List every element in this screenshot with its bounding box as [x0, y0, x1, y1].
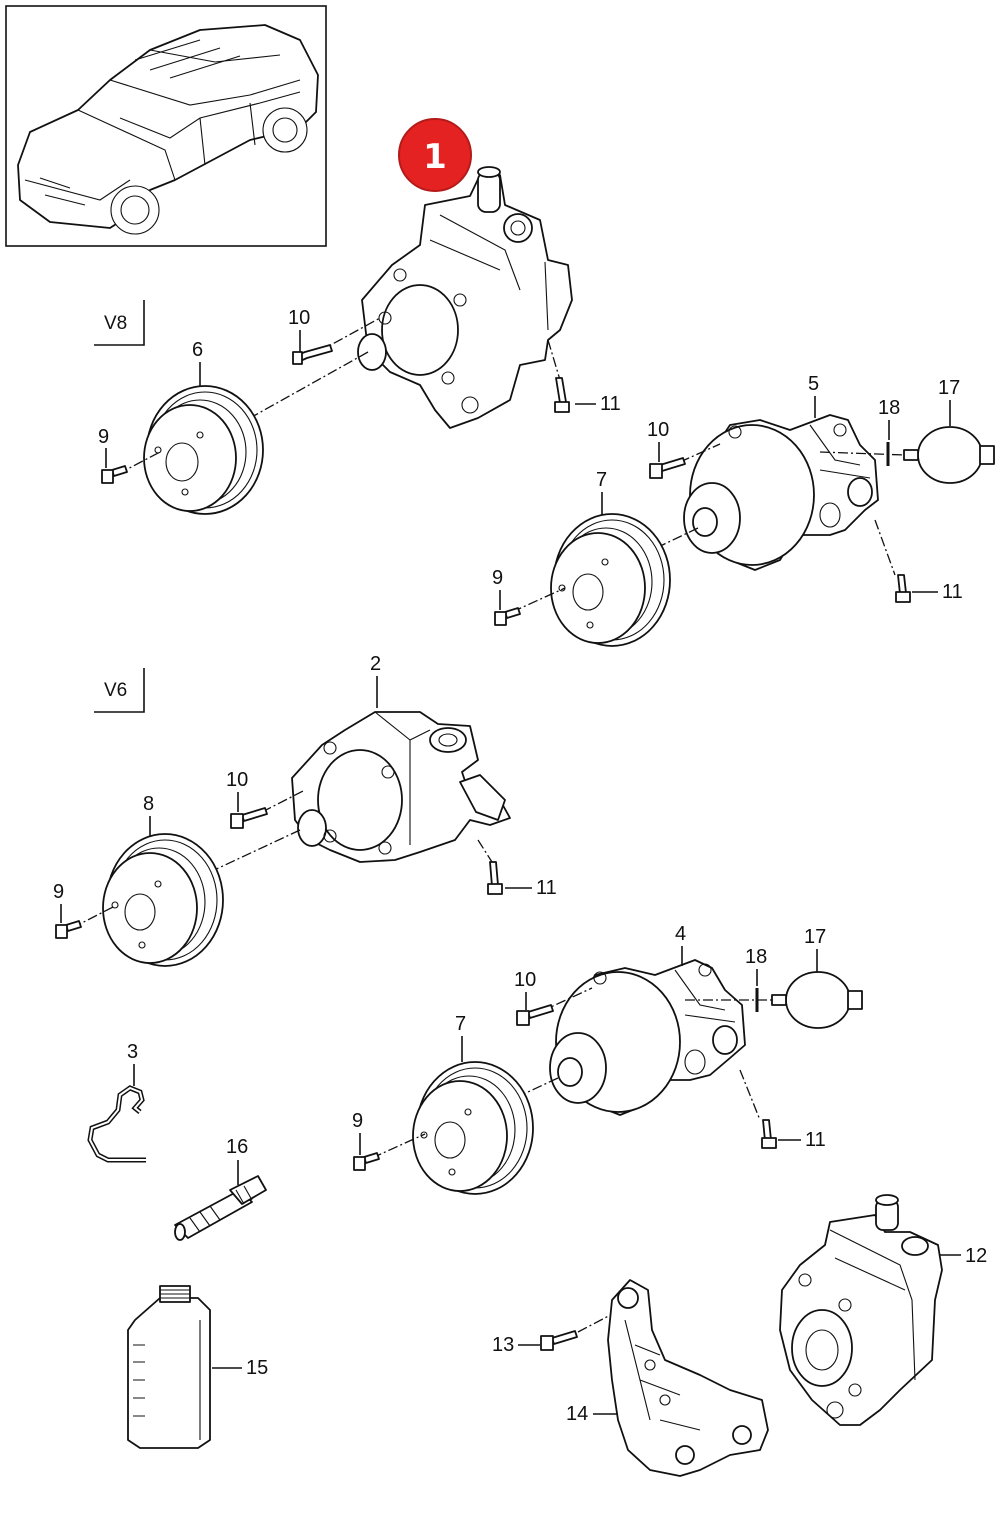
callout-v6-alt-4: 4: [675, 923, 686, 966]
callout-label: 10: [288, 307, 310, 329]
bolt-icon[interactable]: [230, 807, 268, 829]
callout-bolt-13: 13: [492, 1334, 540, 1356]
belt-pulley-icon[interactable]: [102, 833, 224, 967]
variant-text-v6: V6: [104, 680, 127, 701]
variant-label-v8: V8: [94, 300, 145, 346]
callout-v8-alt-17: 17: [938, 377, 960, 426]
bolt-icon[interactable]: [895, 574, 911, 603]
belt-pulley-icon[interactable]: [412, 1061, 534, 1195]
callout-line-3: 3: [127, 1041, 138, 1086]
bolt-icon[interactable]: [101, 465, 128, 484]
power-steering-pump-icon[interactable]: [291, 711, 511, 863]
belt-pulley-icon[interactable]: [143, 385, 264, 515]
callout-label: 5: [808, 373, 819, 395]
bolt-icon[interactable]: [554, 377, 570, 413]
bolt-icon[interactable]: [494, 607, 521, 626]
callout-label: 3: [127, 1041, 138, 1063]
callout-label: 10: [226, 769, 248, 791]
callout-label: 15: [246, 1357, 268, 1379]
callout-label: 9: [352, 1110, 363, 1132]
callout-label: 11: [942, 581, 963, 603]
callout-v6-alt-7: 7: [455, 1013, 466, 1062]
callout-v6-alt-18: 18: [745, 946, 767, 986]
reservoir-icon[interactable]: [771, 971, 863, 1029]
bolt-icon[interactable]: [540, 1330, 578, 1351]
callout-shaft-16: 16: [226, 1136, 248, 1185]
callout-label: 16: [226, 1136, 248, 1158]
callout-v6-pump-2: 2: [370, 653, 381, 708]
bolt-icon[interactable]: [292, 344, 333, 365]
callout-label: 11: [805, 1129, 826, 1151]
callout-label: 9: [492, 567, 503, 589]
callout-label: 8: [143, 793, 154, 815]
callout-label: 7: [596, 469, 607, 491]
callout-v6-bolt-9: 9: [53, 881, 64, 923]
oil-bottle-icon[interactable]: [127, 1285, 211, 1449]
callout-v6-pump-11: 11: [505, 877, 557, 899]
callout-label: 18: [745, 946, 767, 968]
callout-pump-12: 12: [940, 1245, 987, 1267]
bolt-icon[interactable]: [761, 1119, 777, 1149]
callout-label: 11: [600, 393, 621, 415]
car-thumbnail: [5, 5, 327, 247]
callout-v8-alt-9: 9: [492, 567, 503, 610]
callout-label: 11: [536, 877, 557, 899]
callout-v8-alt-11: 11: [912, 581, 963, 603]
power-steering-pump-icon[interactable]: [683, 414, 879, 571]
variant-label-v6: V6: [94, 668, 145, 713]
power-steering-pump-icon[interactable]: [779, 1194, 943, 1426]
callout-label: 2: [370, 653, 381, 675]
callout-v8-pump-11: 11: [575, 393, 621, 415]
callout-v6-alt-17: 17: [804, 926, 826, 972]
callout-label: 17: [938, 377, 960, 399]
callout-v6-alt-11: 11: [778, 1129, 826, 1151]
callout-label: 10: [514, 969, 536, 991]
callout-label: 18: [878, 397, 900, 419]
bolt-icon[interactable]: [353, 1152, 380, 1171]
bracket-icon[interactable]: [607, 1279, 769, 1477]
drive-shaft-icon[interactable]: [174, 1175, 267, 1241]
callout-label: 9: [53, 881, 64, 903]
bolt-icon[interactable]: [649, 457, 686, 479]
callout-label: 6: [192, 339, 203, 361]
callout-label: 4: [675, 923, 686, 945]
callout-v6-pulley-8: 8: [143, 793, 154, 836]
callout-label: 7: [455, 1013, 466, 1035]
callout-v8-bolt-9: 9: [98, 426, 109, 468]
variant-text-v8: V8: [104, 313, 127, 334]
callout-v8-alt-5: 5: [808, 373, 819, 418]
badge-circle: [398, 118, 472, 192]
callout-v8-alt-7: 7: [596, 469, 607, 515]
callout-label: 13: [492, 1334, 514, 1356]
callout-v6-alt-10: 10: [514, 969, 536, 1010]
callout-label: 17: [804, 926, 826, 948]
highlight-badge[interactable]: 1: [398, 118, 472, 192]
callout-label: 9: [98, 426, 109, 448]
callout-v8-pulley-6: 6: [192, 339, 203, 386]
hose-line-icon[interactable]: [87, 1085, 146, 1163]
callout-v6-pump-10: 10: [226, 769, 248, 812]
power-steering-pump-icon[interactable]: [357, 166, 573, 429]
belt-pulley-icon[interactable]: [550, 513, 671, 647]
callout-bracket-14: 14: [566, 1403, 618, 1425]
callout-v6-alt-9: 9: [352, 1110, 363, 1155]
callout-label: 14: [566, 1403, 588, 1425]
badge-label: 1: [423, 137, 447, 177]
callout-label: 12: [965, 1245, 987, 1267]
bolt-icon[interactable]: [487, 861, 503, 895]
bolt-icon[interactable]: [516, 1004, 554, 1026]
callout-oil-15: 15: [212, 1357, 268, 1379]
porsche-cayenne-icon: [17, 24, 319, 235]
callout-v8-pump-10: 10: [288, 307, 310, 352]
callout-label: 10: [647, 419, 669, 441]
callout-v8-alt-10: 10: [647, 419, 669, 462]
power-steering-pump-icon[interactable]: [549, 959, 746, 1116]
reservoir-icon[interactable]: [903, 426, 995, 484]
bolt-icon[interactable]: [55, 920, 82, 939]
callout-v8-alt-18: 18: [878, 397, 900, 440]
